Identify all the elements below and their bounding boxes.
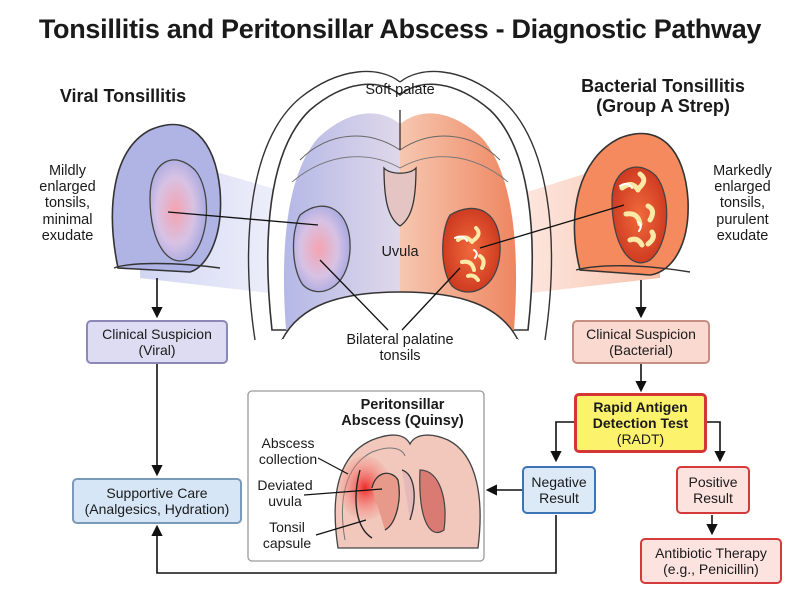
bacterial-tonsil-zoom — [573, 132, 691, 276]
quinsy-leader-lines — [303, 457, 383, 536]
positive-result-box: Positive Result — [676, 466, 750, 514]
viral-heading: Viral Tonsillitis — [59, 86, 187, 106]
radt-box: Rapid Antigen Detection Test (RADT) — [574, 393, 707, 453]
supportive-care-box: Supportive Care (Analgesics, Hydration) — [72, 478, 242, 524]
viral-description: Mildly enlarged tonsils, minimal exudate — [39, 163, 96, 244]
abscess-collection-label: Abscess collection — [258, 435, 318, 467]
uvula-label: Uvula — [381, 244, 419, 260]
leader-lines — [167, 204, 625, 331]
clinical-suspicion-viral-box: Clinical Suspicion (Viral) — [86, 320, 228, 364]
tonsil-capsule-label: Tonsil capsule — [262, 519, 312, 551]
bacterial-description: Markedly enlarged tonsils, purulent exud… — [713, 163, 772, 244]
antibiotic-therapy-box: Antibiotic Therapy (e.g., Penicillin) — [640, 538, 782, 584]
quinsy-illustration — [334, 434, 481, 549]
negative-result-box: Negative Result — [522, 466, 596, 514]
soft-palate-label: Soft palate — [365, 82, 435, 98]
flow-arrows — [151, 278, 726, 574]
quinsy-title: Peritonsillar Abscess (Quinsy) — [341, 397, 464, 430]
page-title: Tonsillitis and Peritonsillar Abscess - … — [38, 14, 762, 44]
bacterial-heading: Bacterial Tonsillitis (Group A Strep) — [581, 76, 745, 117]
viral-tonsil-zoom — [111, 123, 222, 273]
clinical-suspicion-bacterial-box: Clinical Suspicion (Bacterial) — [572, 320, 710, 364]
deviated-uvula-label: Deviated uvula — [257, 477, 313, 509]
throat-illustration — [247, 70, 553, 341]
bilateral-tonsils-label: Bilateral palatine tonsils — [346, 332, 454, 365]
